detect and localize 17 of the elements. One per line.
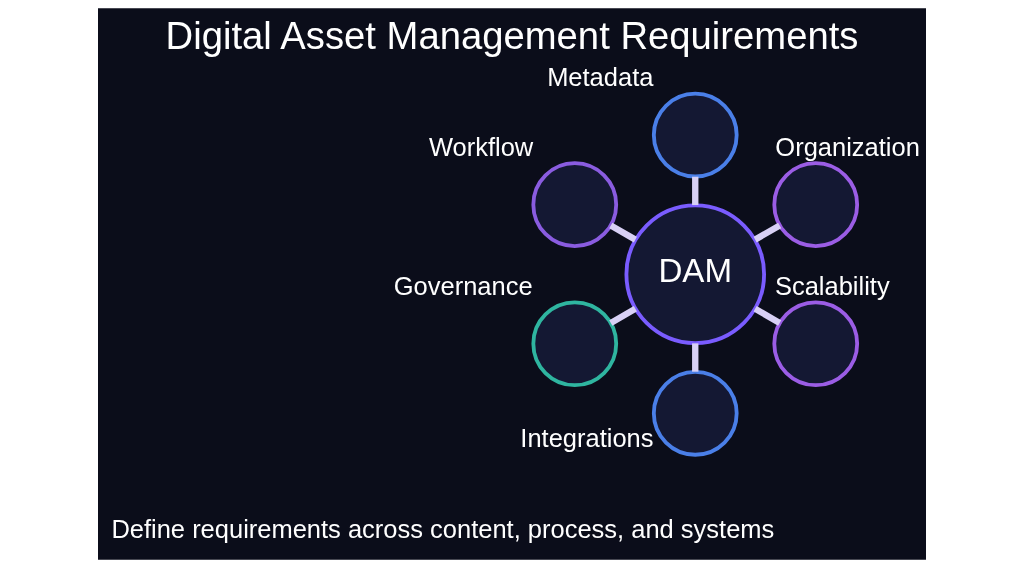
node-circle <box>651 91 739 179</box>
node-circle <box>531 300 619 388</box>
node-label: Integrations <box>520 424 654 453</box>
node-label: Governance <box>393 271 533 300</box>
node-circle <box>772 161 860 248</box>
node-circle <box>772 300 860 388</box>
node-circle: DAM <box>624 203 766 345</box>
node-circle <box>531 161 619 248</box>
connector <box>692 343 699 372</box>
diagram-title: Digital Asset Management Requirements <box>165 14 859 58</box>
connector <box>753 306 782 326</box>
node-label: Organization <box>775 132 920 161</box>
node-label: Metadata <box>547 63 654 91</box>
node-label: Scalability <box>774 271 890 300</box>
caption: Define requirements across content, process, and systems <box>111 515 775 544</box>
node-circle <box>651 369 739 457</box>
node-label: Workflow <box>428 132 534 161</box>
